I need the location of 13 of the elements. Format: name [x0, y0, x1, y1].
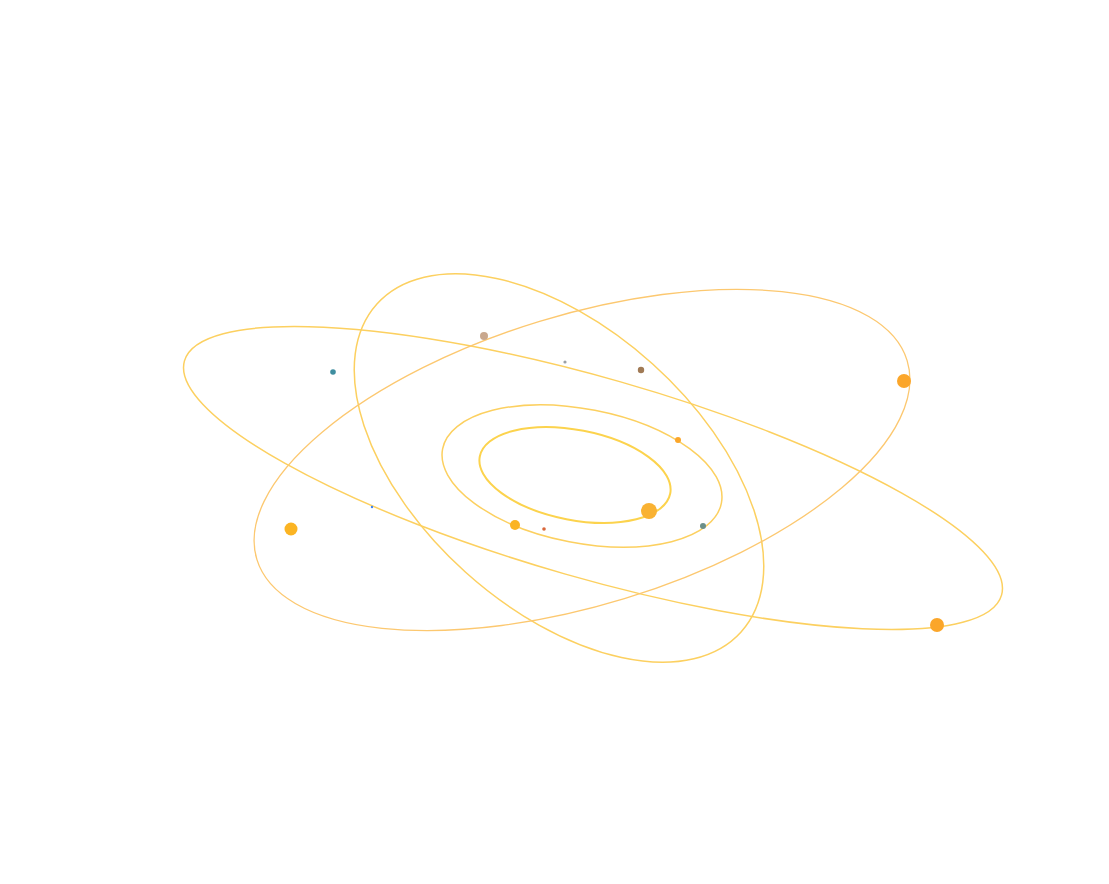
planet	[930, 618, 944, 632]
planet	[510, 520, 520, 530]
planet	[641, 503, 657, 519]
planet	[563, 360, 567, 364]
planet	[542, 527, 546, 531]
planet	[897, 374, 911, 388]
planet	[284, 522, 298, 536]
planet	[330, 369, 336, 375]
planet	[675, 437, 681, 443]
planet	[480, 332, 488, 340]
planet	[637, 366, 645, 374]
planet	[700, 523, 706, 529]
planet	[370, 505, 374, 509]
